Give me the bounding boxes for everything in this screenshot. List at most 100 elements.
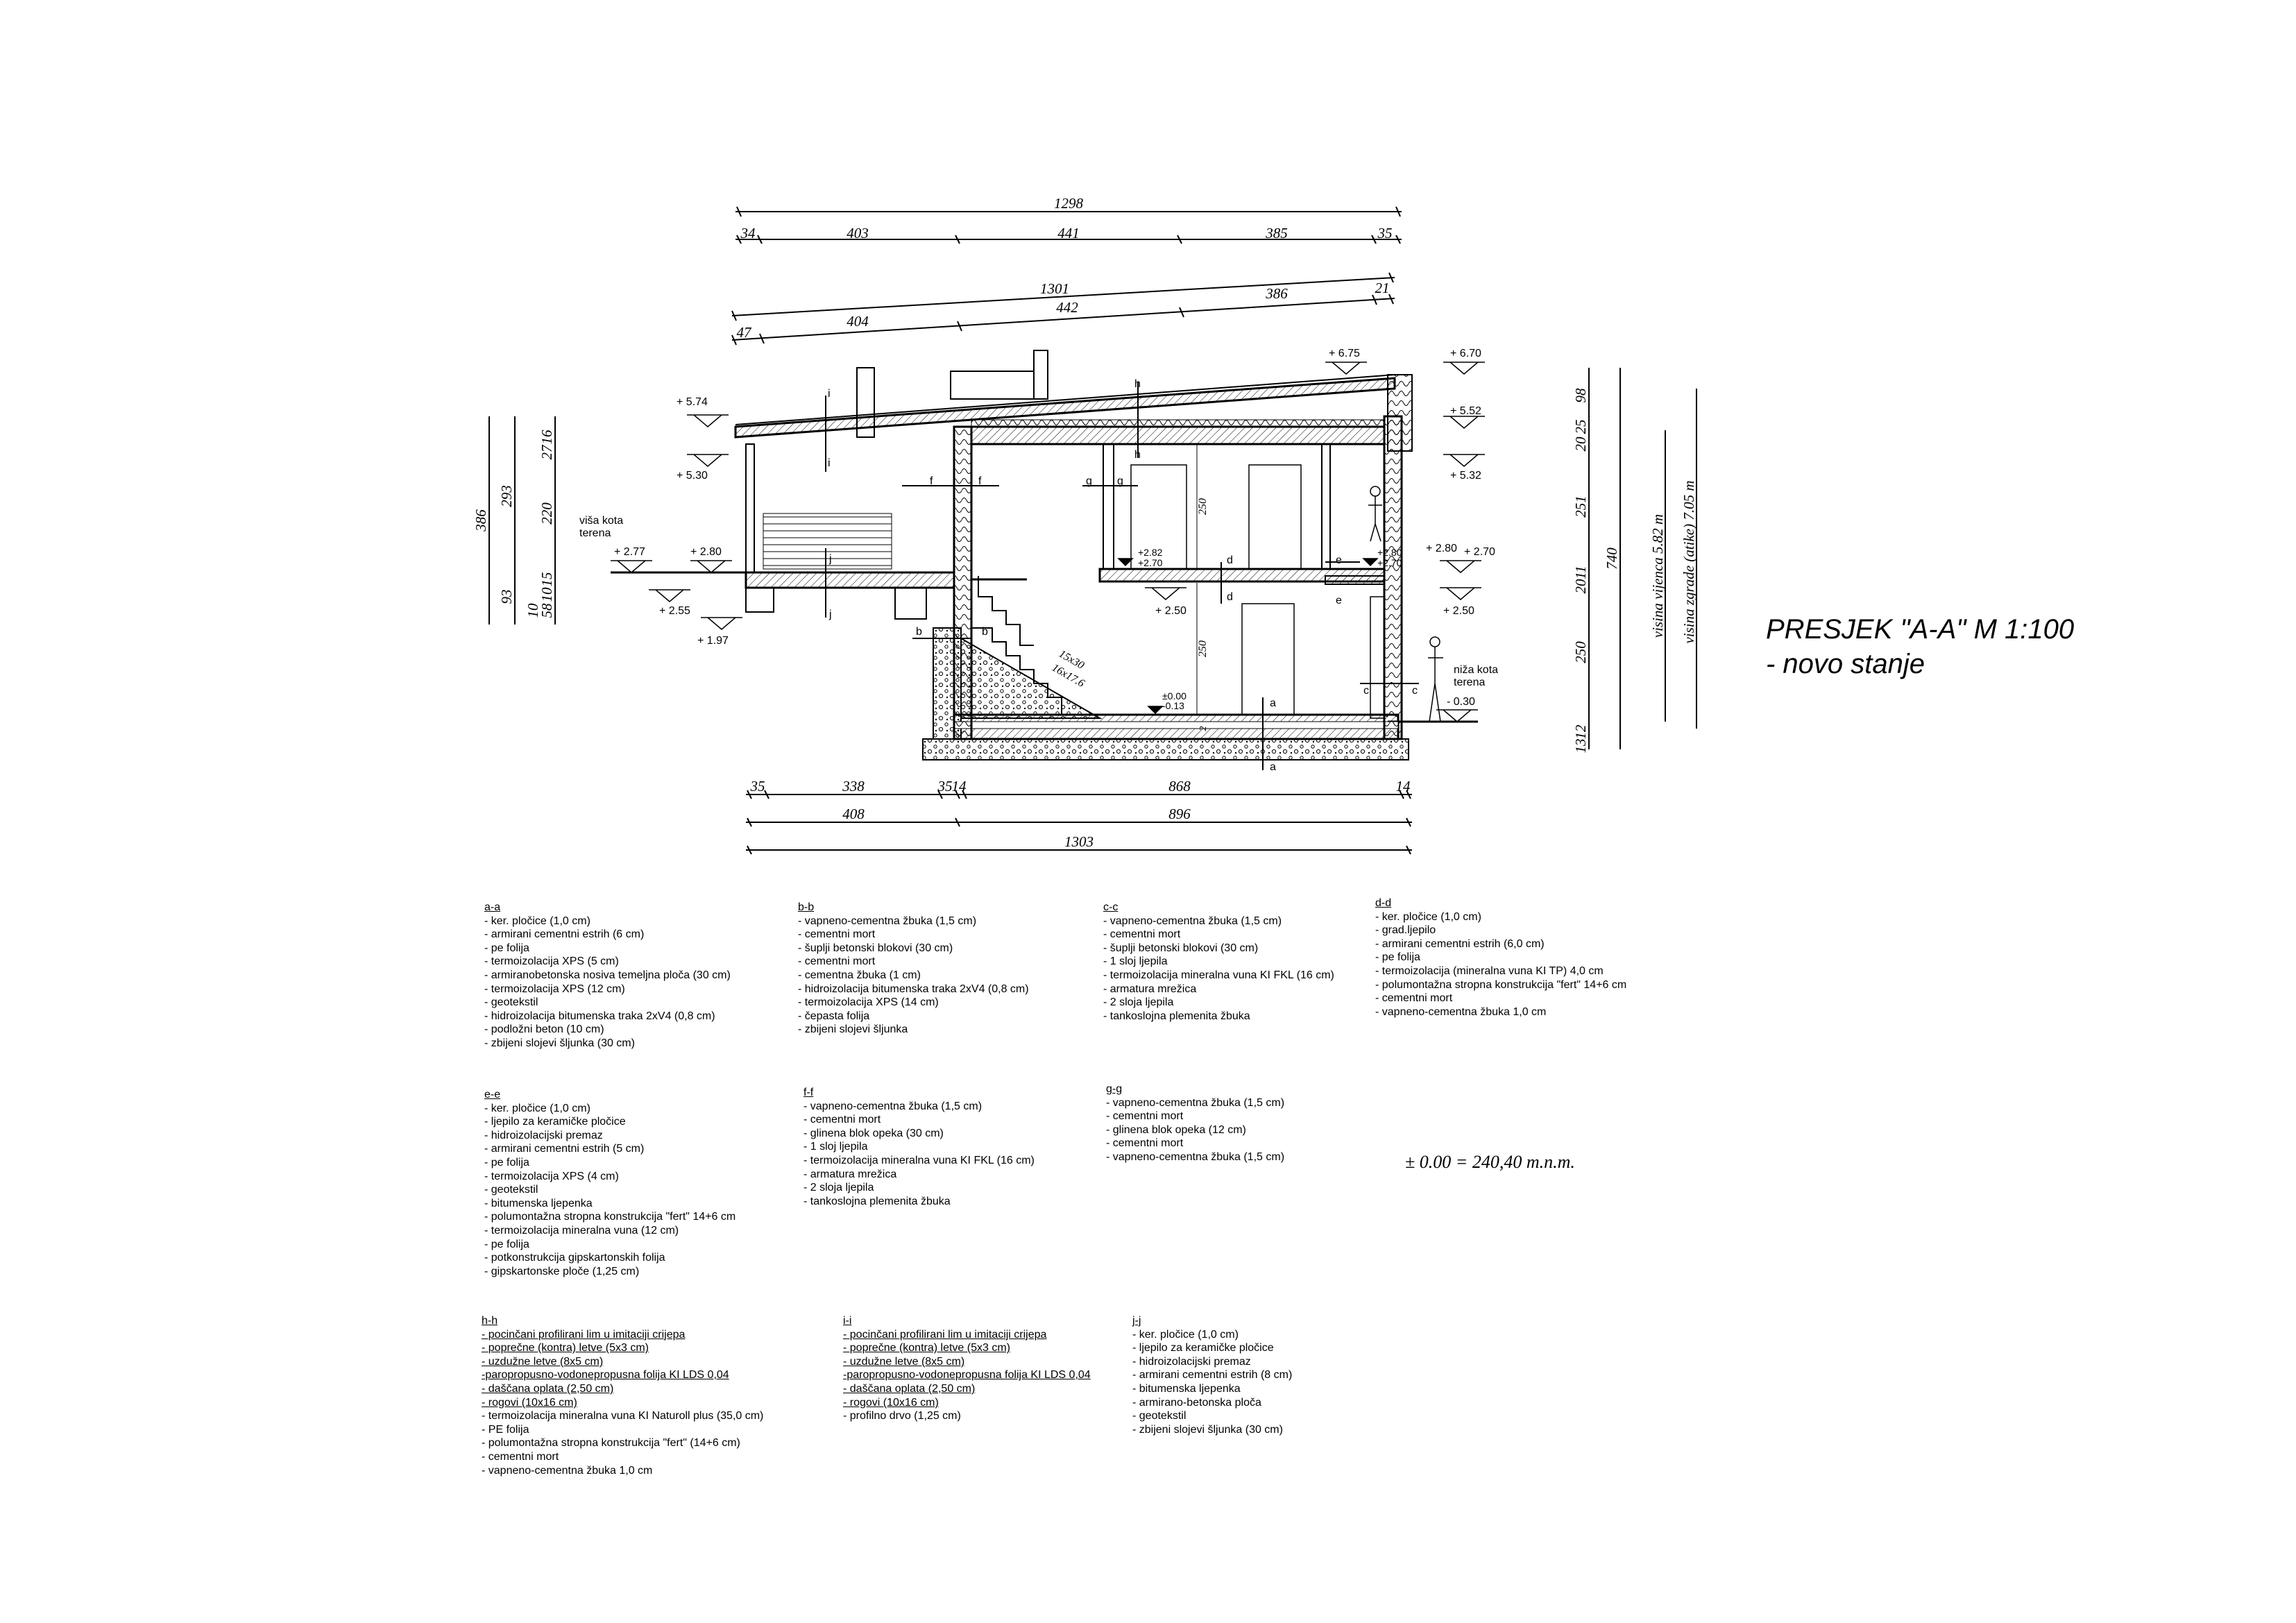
dim-left: 220 [538,502,555,525]
spec-item: - cementni mort [1106,1137,1184,1150]
terrain-lower-label: niža kota [1454,664,1498,676]
level-label: + 2.55 [659,605,690,617]
datum-note: ± 0.00 = 240,40 m.n.m. [1405,1152,1575,1172]
spec-item: - uzdužne letve (8x5 cm) [843,1355,965,1368]
dim-part: 47 [737,324,753,341]
dim-part: 35 [750,778,765,794]
spec-item: - termoizolacija mineralna vuna KI FKL (… [1103,969,1334,981]
spec-c-c: c-c - vapneno-cementna žbuka (1,5 cm) - … [1103,901,1334,1023]
dim-part: 386 [1265,285,1288,302]
spec-header: i-i [843,1315,852,1327]
spec-header: h-h [482,1315,498,1327]
mark-j: j [828,553,832,565]
spec-item: - termoizolacija (mineralna vuna KI TP) … [1375,965,1604,977]
dim-total-top2: 1301 [1040,280,1069,297]
spec-item: - geotekstil [1132,1410,1187,1422]
spec-header: e-e [484,1089,501,1101]
level-label: + 1.97 [697,635,729,647]
spec-item: - cementni mort [1375,992,1453,1005]
spec-item: - profilno drvo (1,25 cm) [843,1410,961,1422]
spec-g-g: g-g - vapneno-cementna žbuka (1,5 cm) - … [1106,1082,1284,1164]
mark-a: a [1270,697,1276,709]
spec-item: - armirani cementni estrih (5 cm) [484,1143,645,1155]
dim-left-outer: 386 [473,509,489,532]
mark-g: g [1086,475,1092,487]
level-label: + 5.30 [677,470,708,482]
spec-h-h: h-h - pocinčani profilirani lim u imitac… [482,1314,763,1477]
spec-item: - cementni mort [482,1450,559,1463]
level-label: + 2.70 [1464,546,1495,558]
dim-right-outer: 740 [1604,547,1620,570]
dim-left: 293 [498,485,515,507]
spec-item: - bitumenska ljepenka [484,1197,593,1209]
dim-part: 338 [842,778,865,794]
spec-item: - hidroizolacija bitumenska traka 2xV4 (… [484,1010,715,1022]
mark-d: d [1227,554,1233,566]
spec-item: - grad.ljepilo [1375,924,1436,937]
spec-item: - šuplji betonski blokovi (30 cm) [798,942,953,954]
level-markers [611,362,1485,722]
spec-item: -paropropusno-vodonepropusna folija KI L… [482,1369,729,1382]
spec-item: - hidroizolacija bitumenska traka 2xV4 (… [798,983,1029,995]
mark-f: f [930,475,933,487]
section-mark-labels: i i h h f f g g j j b b d d e e c c a a [828,378,1418,773]
spec-item: - armatura mrežica [803,1168,897,1180]
dim-part: 404 [847,313,869,330]
dim-right: 20 [1572,436,1589,452]
spec-item: - ker. pločice (1,0 cm) [1375,910,1481,923]
spec-item: - tankoslojna plemenita žbuka [803,1195,951,1207]
spec-item: - ker. pločice (1,0 cm) [484,1102,590,1114]
level-label: + 2.80 [690,546,722,558]
spec-item: - gipskartonske ploče (1,25 cm) [484,1265,640,1277]
spec-item: - termoizolacija XPS (5 cm) [484,955,619,968]
spec-header: d-d [1375,897,1392,909]
spec-item: - termoizolacija mineralna vuna KI FKL (… [803,1154,1035,1166]
spec-item: - armirani cementni estrih (6 cm) [484,928,645,941]
mark-i: i [828,457,831,469]
spec-item: - vapneno-cementna žbuka 1,0 cm [1375,1005,1547,1018]
spec-header: j-j [1132,1315,1141,1327]
terrain-upper-label: viša kota [579,515,623,527]
mark-c: c [1412,685,1418,697]
spec-item: - 1 sloj ljepila [803,1141,868,1153]
title-line-1: PRESJEK "A-A" M 1:100 [1766,614,2075,645]
spec-a-a: a-a - ker. pločice (1,0 cm) - armirani c… [484,901,731,1051]
spec-item: - 1 sloj ljepila [1103,955,1168,968]
human-figure-icon [1368,486,1382,542]
spec-d-d: d-d - ker. pločice (1,0 cm) - grad.ljepi… [1375,897,1626,1019]
spec-item: - potkonstrukcija gipskartonskih folija [484,1252,665,1264]
spec-item: - PE folija [482,1423,529,1436]
dim-interior: 250 [1197,498,1209,515]
dim-right: 12 [1572,724,1589,740]
dim-part: 896 [1168,806,1191,822]
spec-item: - zbijeni slojevi šljunka (30 cm) [1132,1423,1283,1436]
level-label: -0.13 [1162,700,1184,711]
spec-item: - ljepilo za keramičke pločice [484,1116,626,1128]
spec-item: - cementna žbuka (1 cm) [798,969,921,981]
mark-i: i [828,388,831,400]
spec-item: - daščana oplata (2,50 cm) [843,1382,976,1395]
spec-item: - armatura mrežica [1103,983,1197,995]
dim-right: 20 [1572,579,1589,594]
spec-item: - rogovi (10x16 cm) [843,1396,939,1409]
section-marks [825,382,1419,770]
spec-header: g-g [1106,1083,1123,1095]
dim-right: 250 [1572,641,1589,663]
spec-item: - pe folija [484,942,529,954]
dim-part: 35 [1377,225,1393,241]
dim-left: 10 [538,587,555,602]
spec-item: - ker. pločice (1,0 cm) [484,915,590,927]
spec-item: - ker. pločice (1,0 cm) [1132,1328,1239,1341]
dim-part: 21 [1375,280,1390,296]
level-label: ±0.00 [1162,690,1187,702]
title-line-2: - novo stanje [1766,649,1925,679]
spec-item: - termoizolacija mineralna vuna KI Natur… [482,1410,764,1422]
dim-right: 98 [1572,388,1589,403]
mark-a: a [1270,761,1276,773]
dim-left: 93 [498,590,515,604]
dim-total-top1: 1298 [1054,195,1084,212]
level-label: + 5.32 [1450,470,1481,482]
level-label: + 6.75 [1329,348,1360,359]
spec-item: - cementni mort [1106,1110,1184,1123]
spec-item: - pe folija [484,1238,529,1250]
